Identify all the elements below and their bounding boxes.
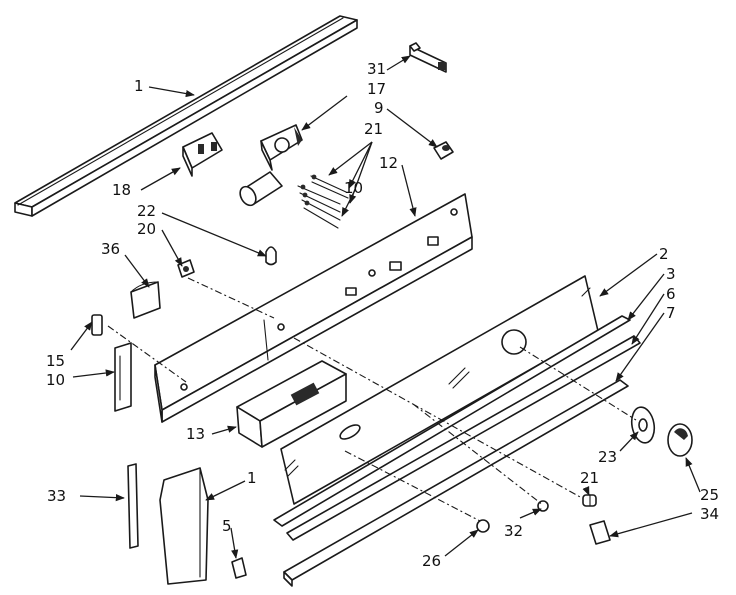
- callout-32: 32: [504, 522, 523, 540]
- part-36-cover: [130, 281, 161, 319]
- callout-25: 25: [700, 486, 719, 504]
- callout-26: 26: [422, 552, 441, 570]
- part-26-screw: [476, 519, 490, 533]
- callout-18: 18: [112, 181, 131, 199]
- callout-19: 21: [364, 120, 383, 138]
- assembly-lines: [107, 277, 637, 522]
- part-18-clock: [182, 132, 223, 177]
- part-7-strip: [283, 379, 629, 587]
- callout-20: 20: [137, 220, 156, 238]
- part-15-bracket: [91, 314, 103, 336]
- part-4-strip: [273, 315, 631, 527]
- part-22-clip: [265, 246, 277, 266]
- part-5-end-clip: [231, 557, 247, 579]
- callout-33: 33: [47, 487, 66, 505]
- part-3-top-trim: [14, 15, 358, 217]
- callout-23: 23: [598, 448, 617, 466]
- part-9-insert: [433, 141, 454, 160]
- part-21-screw: [582, 494, 597, 507]
- part-31-clip: [409, 42, 447, 73]
- part-25-knob: [667, 423, 693, 457]
- callout-2: 2: [659, 245, 669, 263]
- part-10-bracket: [114, 342, 132, 412]
- callout-1: 1: [247, 469, 257, 487]
- callout-10: 10: [46, 371, 65, 389]
- part-13-timer-module: [236, 360, 347, 448]
- callout-12: 12: [379, 154, 398, 172]
- callout-9: 9: [374, 99, 384, 117]
- callout-4: 3: [666, 265, 676, 283]
- callout-36: 36: [101, 240, 120, 258]
- callout-6: 6: [666, 285, 676, 303]
- callout-17: 17: [367, 80, 386, 98]
- part-19-harness: [239, 171, 349, 229]
- callout-15: 15: [46, 352, 65, 370]
- main-control-panel: [154, 193, 473, 423]
- part-17-switch: [260, 124, 303, 171]
- callout-31: 31: [367, 60, 386, 78]
- part-23-knob-bezel: [630, 406, 656, 444]
- callout-11: 10: [344, 179, 363, 197]
- callout-3: 1: [134, 77, 144, 95]
- part-34-clip: [589, 520, 611, 545]
- part-6-strip: [286, 335, 641, 541]
- callout-21: 21: [580, 469, 599, 487]
- callout-5: 5: [222, 517, 232, 535]
- part-33-end-piece: [127, 463, 139, 549]
- part-1-end-cap: [159, 467, 209, 585]
- callout-7: 7: [666, 304, 676, 322]
- callout-13: 13: [186, 425, 205, 443]
- callout-labels: 1 31 17 9 21 12 10 18 22 20 36 15 10 13 …: [46, 60, 719, 570]
- callout-22: 22: [137, 202, 156, 220]
- callout-34: 34: [700, 505, 719, 523]
- leader-lines: [70, 55, 701, 559]
